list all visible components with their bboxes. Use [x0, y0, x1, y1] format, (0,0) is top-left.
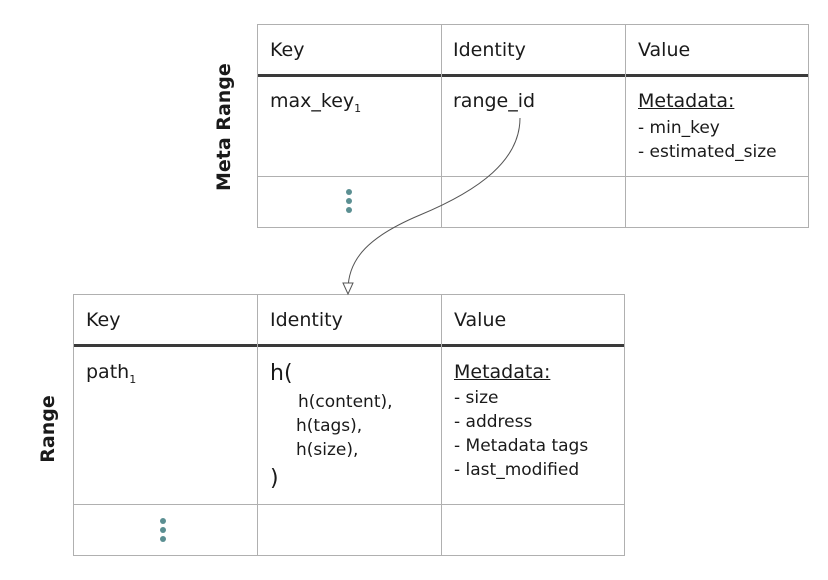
- header-rule: [73, 344, 625, 347]
- row-value-item: - Metadata tags: [454, 436, 589, 456]
- grid-line: [257, 176, 809, 177]
- header-key: Key: [86, 309, 121, 331]
- grid-line: [257, 294, 258, 556]
- identity-item: h(content),: [298, 392, 393, 412]
- row-key-text: max_key: [270, 90, 355, 112]
- header-value: Value: [454, 309, 507, 331]
- grid-line: [257, 24, 258, 228]
- grid-line: [441, 24, 442, 228]
- grid-line: [257, 24, 809, 25]
- grid-line: [73, 555, 625, 556]
- arrow-head-icon: [342, 282, 354, 296]
- header-rule: [257, 74, 809, 77]
- ellipsis-dots-icon: [346, 189, 352, 216]
- identity-item: h(tags),: [296, 416, 363, 436]
- grid-line: [257, 227, 809, 228]
- grid-line: [624, 294, 625, 556]
- row-value-item: - address: [454, 412, 533, 432]
- arrow-curve: [347, 117, 521, 291]
- grid-line: [808, 24, 809, 228]
- grid-line: [73, 294, 625, 295]
- row-value-item: - last_modified: [454, 460, 580, 480]
- row-value-title: Metadata:: [454, 361, 551, 383]
- header-identity: Identity: [270, 309, 343, 331]
- row-key-subscript: 1: [129, 373, 137, 386]
- row-key: max_key1: [270, 90, 362, 115]
- row-identity: range_id: [453, 90, 536, 112]
- grid-line: [73, 294, 74, 556]
- row-key: path1: [86, 361, 137, 386]
- row-key-text: path: [86, 361, 130, 383]
- row-value-item: - min_key: [638, 118, 720, 138]
- identity-close: ): [270, 466, 279, 491]
- row-value-item: - estimated_size: [638, 142, 777, 162]
- grid-line: [625, 24, 626, 228]
- grid-line: [73, 504, 625, 505]
- header-value: Value: [638, 39, 691, 61]
- header-key: Key: [270, 39, 305, 61]
- identity-open: h(: [270, 361, 293, 386]
- grid-line: [441, 294, 442, 556]
- identity-item: h(size),: [296, 440, 359, 460]
- row-value-item: - size: [454, 388, 499, 408]
- row-value-title: Metadata:: [638, 90, 735, 112]
- row-key-subscript: 1: [354, 102, 362, 115]
- header-identity: Identity: [453, 39, 526, 61]
- ellipsis-dots-icon: [160, 518, 166, 545]
